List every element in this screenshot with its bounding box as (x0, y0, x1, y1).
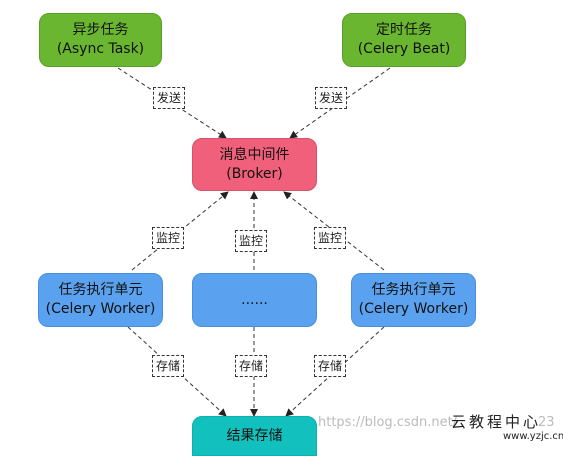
edge-label-store-right: 存储 (314, 355, 347, 377)
node-celery-beat: 定时任务 (Celery Beat) (342, 13, 466, 67)
edge-label-monitor-right: 监控 (314, 227, 347, 249)
node-broker-subtitle: (Broker) (226, 165, 283, 182)
node-celery-beat-title: 定时任务 (376, 22, 432, 38)
node-celery-beat-subtitle: (Celery Beat) (357, 41, 451, 57)
node-async-task-subtitle: (Async Task) (56, 41, 145, 57)
edge-label-monitor-middle: 监控 (235, 230, 268, 252)
edge-label-send-right: 发送 (315, 87, 348, 109)
edge-label-store-left: 存储 (152, 355, 185, 377)
node-broker: 消息中间件 (Broker) (192, 138, 317, 191)
node-worker-middle-title: ...... (241, 291, 268, 308)
node-worker-left: 任务执行单元 (Celery Worker) (38, 273, 163, 327)
watermark-url: https://blog.csdn.net/ (318, 415, 458, 430)
edge-label-store-middle: 存储 (235, 355, 268, 377)
watermark-fragment: 23 (538, 415, 555, 430)
node-result-store: 结果存储 (192, 416, 317, 456)
node-worker-right-subtitle: (Celery Worker) (358, 301, 469, 317)
watermark-brand: 云教程中心 (451, 413, 542, 431)
node-async-task: 异步任务 (Async Task) (39, 13, 162, 67)
node-worker-right: 任务执行单元 (Celery Worker) (351, 273, 476, 327)
node-result-store-title: 结果存储 (226, 428, 283, 444)
node-worker-left-subtitle: (Celery Worker) (45, 301, 156, 317)
node-worker-left-title: 任务执行单元 (58, 282, 143, 298)
node-broker-title: 消息中间件 (219, 146, 290, 163)
edge-label-monitor-left: 监控 (152, 227, 185, 249)
node-worker-middle: ...... (192, 273, 317, 327)
watermark-site: www.yzjc.cn (503, 431, 563, 442)
node-worker-right-title: 任务执行单元 (371, 282, 456, 298)
edge-label-send-left: 发送 (153, 87, 186, 109)
edge-beat-to-broker (289, 67, 391, 139)
node-async-task-title: 异步任务 (72, 22, 129, 38)
